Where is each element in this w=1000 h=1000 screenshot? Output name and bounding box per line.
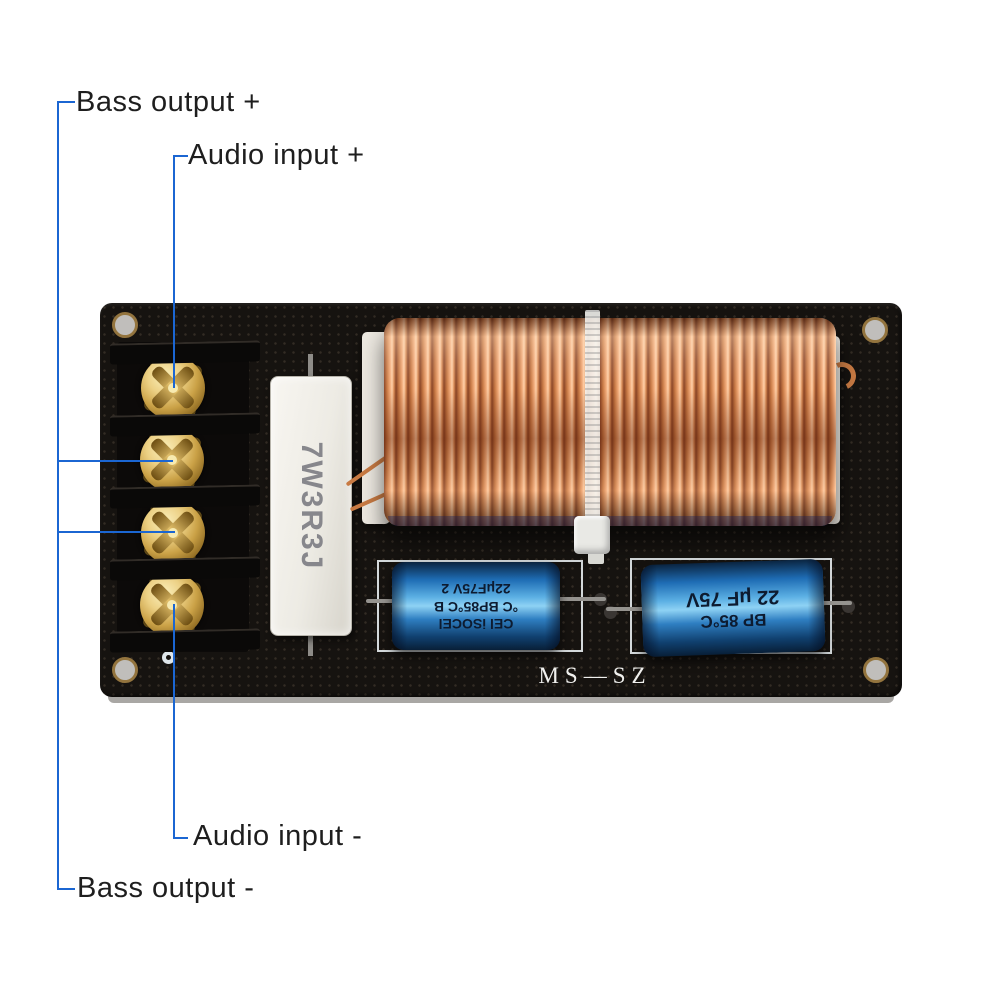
capacitor-left-print-row: CEl iSOCEl [438,616,514,633]
inductor-coil [384,318,836,526]
terminal-barrier [110,412,260,437]
capacitor-left: CEl iSOCEl °C BP85°C B 22μF75V 2 [392,562,560,650]
terminal-barrier [110,340,260,365]
capacitor-right-print-row: BP 85°C [700,609,767,632]
label-audio-input-plus: Audio input + [188,139,365,171]
leader-line-audio-input-minus [173,604,175,839]
mounting-hole-top-left [112,312,138,338]
label-bass-output-plus: Bass output + [76,86,261,118]
cable-tie-head [574,516,610,554]
resistor-lead-top [308,354,313,378]
leader-line-left-vertical [57,101,59,890]
leader-tick-audio-input-minus [173,837,188,839]
silkscreen-outline-left [377,560,583,652]
terminal-barrier [110,484,260,509]
label-audio-input-minus: Audio input - [193,820,363,852]
mounting-hole-top-right [862,317,888,343]
leader-tick-bass-output-plus [57,101,75,103]
leader-branch-to-terminal-3 [57,531,175,533]
capacitor-right-print-row: 22 μF 75V [685,585,780,611]
mounting-hole-bottom-left [112,657,138,683]
capacitor-lead [606,607,644,611]
resistor-lead-bottom [308,634,313,656]
capacitor-right: BP 85°C 22 μF 75V [640,558,826,658]
capacitor-left-print-row: °C BP85°C B [433,598,519,615]
mounting-hole-bottom-right [863,657,889,683]
capacitor-lead [556,597,606,601]
ceramic-resistor: 7W3R3J [270,376,352,636]
pcb-side-edge [108,694,894,703]
label-bass-output-minus: Bass output - [77,872,255,904]
capacitor-left-print-row: 22μF75V 2 [441,581,511,598]
board-model-marking: MS—SZ [538,663,652,688]
leader-line-audio-input-plus [173,155,175,388]
leader-tick-audio-input-plus [173,155,188,157]
terminal-screw-3-bass-output-minus [141,501,205,565]
leader-branch-to-terminal-2 [57,460,173,462]
terminal-barrier [110,556,260,581]
leader-tick-bass-output-minus [57,888,75,890]
terminal-barrier [110,628,260,653]
capacitor-lead [366,599,394,603]
terminal-screw-4-audio-input-minus [140,573,204,637]
capacitor-lead [820,601,852,605]
cable-tie-tail [588,552,604,564]
resistor-marking-text: 7W3R3J [295,441,328,571]
cable-tie-strap [585,310,600,522]
